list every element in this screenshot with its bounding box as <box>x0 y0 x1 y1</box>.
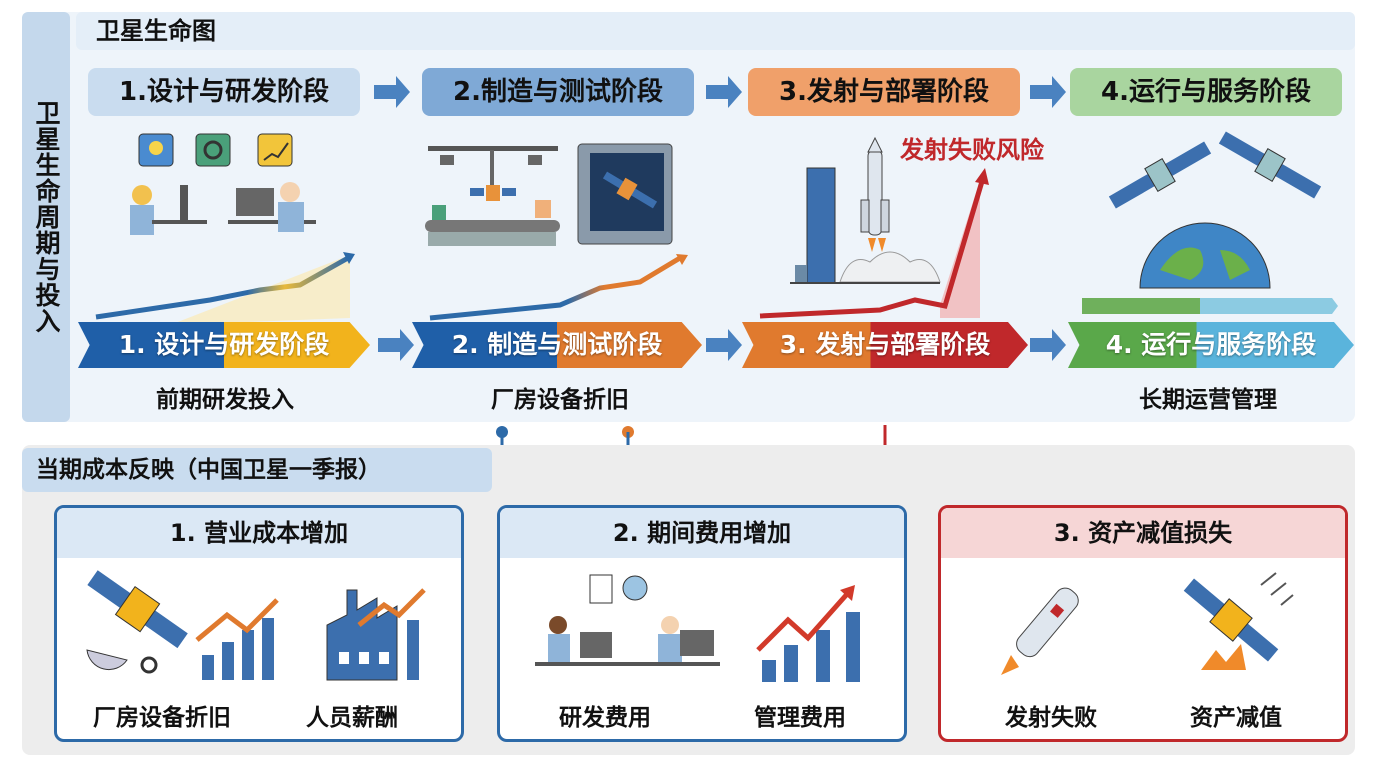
flow-arrows <box>374 76 1066 361</box>
office-expense-icons <box>535 574 860 682</box>
cost-panel-title: 当期成本反映（中国卫星一季报） <box>22 448 492 492</box>
side-title-bar: 卫星生命周期与投入 <box>22 12 70 422</box>
cost-item: 厂房设备折旧 <box>93 705 231 731</box>
investment-trend-2 <box>429 255 682 321</box>
cost-item: 发射失败 <box>1005 705 1097 731</box>
investment-trend-1 <box>95 255 350 320</box>
satellite-earth-illustration <box>1082 131 1338 314</box>
arrow-icon <box>706 329 742 361</box>
arrow-icon <box>706 76 742 108</box>
diagram-title: 卫星生命图 <box>76 12 1355 50</box>
cost-item: 管理费用 <box>754 705 846 731</box>
phase-chevron-1: 1. 设计与研发阶段 <box>78 322 370 368</box>
launch-risk-label: 发射失败风险 <box>900 136 1044 164</box>
cost-item: 资产减值 <box>1190 705 1282 731</box>
manufacturing-illustration <box>425 143 673 246</box>
side-title: 卫星生命周期与投入 <box>32 100 61 334</box>
stage-header-4: 4.运行与服务阶段 <box>1070 68 1342 116</box>
phase-chevron-3: 3. 发射与部署阶段 <box>742 322 1028 368</box>
stage-header-2: 2.制造与测试阶段 <box>422 68 694 116</box>
phase-chevron-4: 4. 运行与服务阶段 <box>1068 322 1354 368</box>
rocket-launch-illustration <box>790 136 941 284</box>
box-title: 1. 营业成本增加 <box>57 508 461 558</box>
risk-trend-3 <box>759 177 986 319</box>
launch-failure-impairment-icons <box>1001 572 1294 675</box>
depreciation-growth-icons <box>86 570 426 681</box>
box-title: 2. 期间费用增加 <box>500 508 904 558</box>
phase-chevron-2: 2. 制造与测试阶段 <box>412 322 702 368</box>
phase-caption-2: 厂房设备折旧 <box>491 387 629 413</box>
cost-item: 研发费用 <box>559 705 651 731</box>
arrow-icon <box>378 329 414 361</box>
stage-header-1: 1.设计与研发阶段 <box>88 68 360 116</box>
arrow-icon <box>1030 76 1066 108</box>
cost-box-period-expense: 2. 期间费用增加 研发费用 管理费用 <box>497 505 907 742</box>
cost-item: 人员薪酬 <box>306 705 398 731</box>
arrow-icon <box>1030 329 1066 361</box>
phase-caption-4: 长期运营管理 <box>1139 387 1277 413</box>
stage-header-3: 3.发射与部署阶段 <box>748 68 1020 116</box>
arrow-icon <box>374 76 410 108</box>
box-title: 3. 资产减值损失 <box>941 508 1345 558</box>
phase-caption-1: 前期研发投入 <box>156 387 294 413</box>
rnd-team-illustration <box>130 133 316 235</box>
cost-box-impairment-loss: 3. 资产减值损失 发射失败 资产减值 <box>938 505 1348 742</box>
cost-box-operating-cost: 1. 营业成本增加 厂房设备折旧 人员薪酬 <box>54 505 464 742</box>
